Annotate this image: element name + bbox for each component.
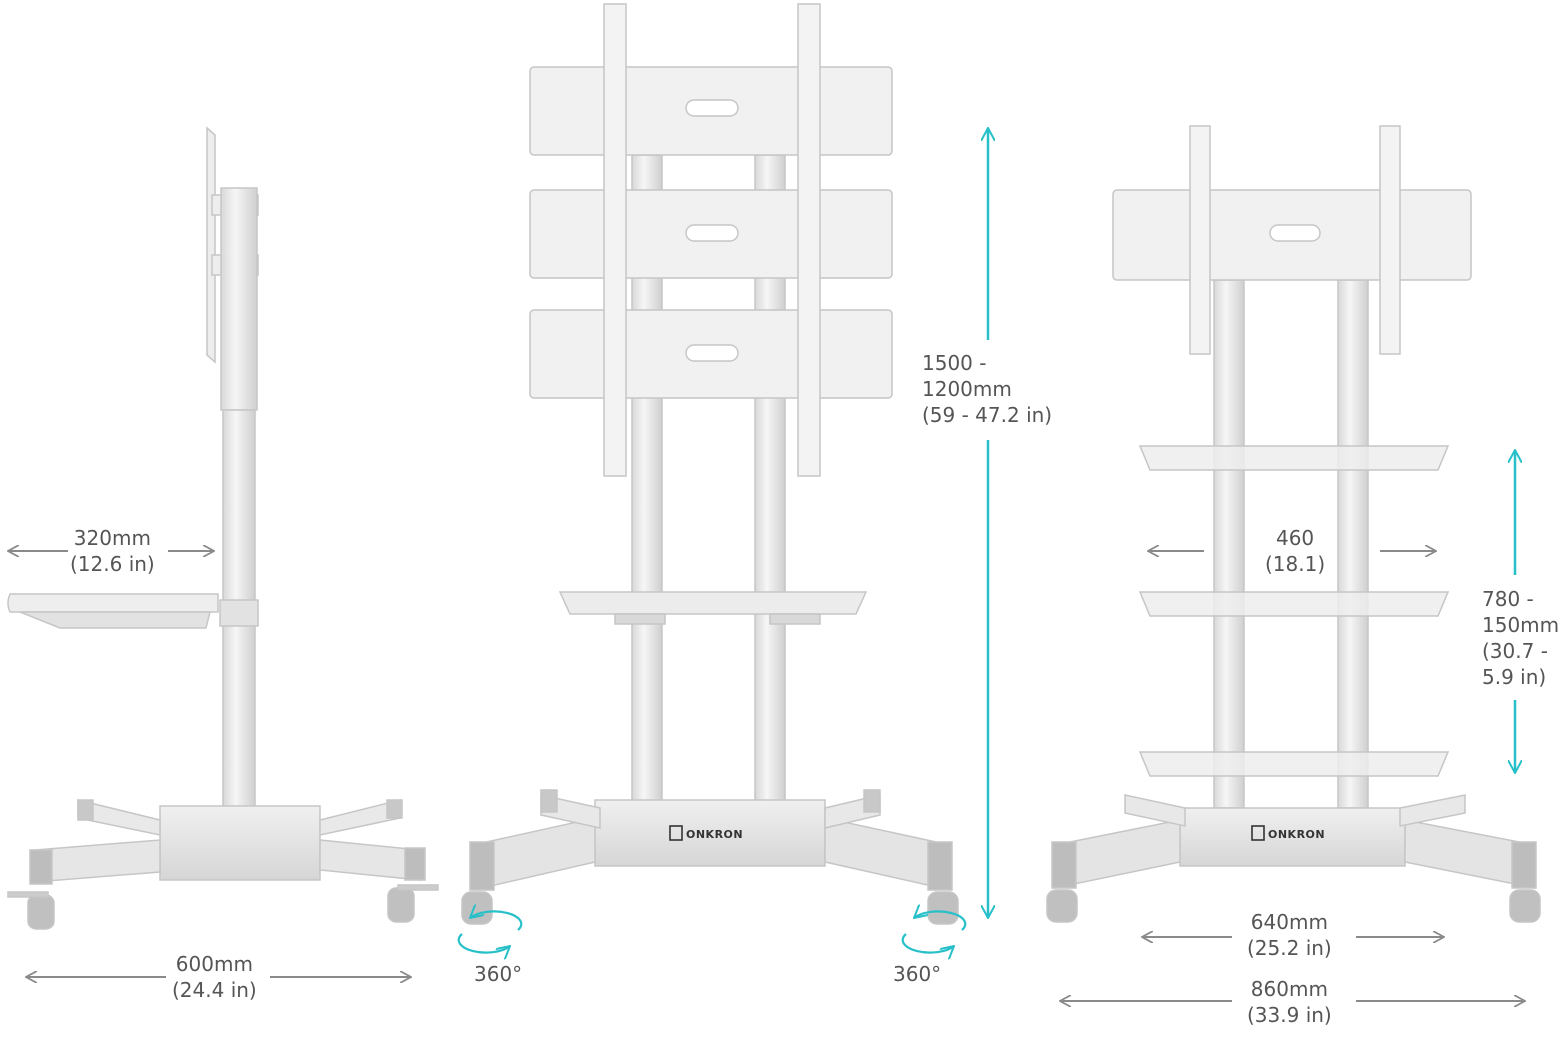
- rear-view-stand: [1046, 125, 1541, 923]
- front-height-line-1: 1500 -: [922, 351, 987, 375]
- rear-wheel-width-mm: 640mm: [1250, 910, 1328, 934]
- front-view-stand: [461, 3, 959, 925]
- front-height-line-3: (59 - 47.2 in): [922, 403, 1053, 427]
- rotation-arrow-icon-left: [457, 911, 523, 952]
- rear-shelf-height-range-label: 780 - 150mm (30.7 - 5.9 in): [1482, 586, 1559, 690]
- rear-shelf-width-mm: 460: [1275, 526, 1315, 550]
- rear-shelf-width-in: (18.1): [1265, 552, 1326, 576]
- rear-wheel-width-in: (25.2 in): [1247, 936, 1332, 960]
- rear-shelf-width-label: 460 (18.1): [1265, 525, 1325, 577]
- rotation-arrow-icon-right: [901, 911, 967, 952]
- front-height-range-label: 1500 - 1200mm (59 - 47.2 in): [922, 350, 1052, 428]
- front-rotation-left-label: 360°: [474, 962, 523, 986]
- rear-wheel-width-label: 640mm (25.2 in): [1247, 909, 1332, 961]
- rear-shelf-height-line-1: 780 -: [1482, 587, 1534, 611]
- side-shelf-depth-label: 320mm (12.6 in): [70, 525, 155, 577]
- rear-base-width-label: 860mm (33.9 in): [1247, 976, 1332, 1028]
- front-rotation-right-label: 360°: [893, 962, 942, 986]
- side-base-depth-in: (24.4 in): [172, 978, 257, 1002]
- rear-base-width-mm: 860mm: [1250, 977, 1328, 1001]
- rear-shelf-height-line-3: (30.7 -: [1482, 639, 1548, 663]
- side-shelf-depth-mm: 320mm: [73, 526, 151, 550]
- brand-logo-icon: ONKRON: [669, 825, 743, 841]
- side-base-depth-mm: 600mm: [175, 952, 253, 976]
- rear-shelf-height-line-4: 5.9 in): [1482, 665, 1547, 689]
- rear-base-width-in: (33.9 in): [1247, 1003, 1332, 1027]
- side-view-stand: [7, 126, 439, 930]
- side-base-depth-label: 600mm (24.4 in): [172, 951, 257, 1003]
- front-height-line-2: 1200mm: [922, 377, 1012, 401]
- rear-brand-text: ONKRON: [1268, 828, 1325, 841]
- front-brand-text: ONKRON: [686, 828, 743, 841]
- rear-shelf-height-line-2: 150mm: [1482, 613, 1560, 637]
- side-shelf-depth-in: (12.6 in): [70, 552, 155, 576]
- brand-logo-icon: ONKRON: [1251, 825, 1325, 841]
